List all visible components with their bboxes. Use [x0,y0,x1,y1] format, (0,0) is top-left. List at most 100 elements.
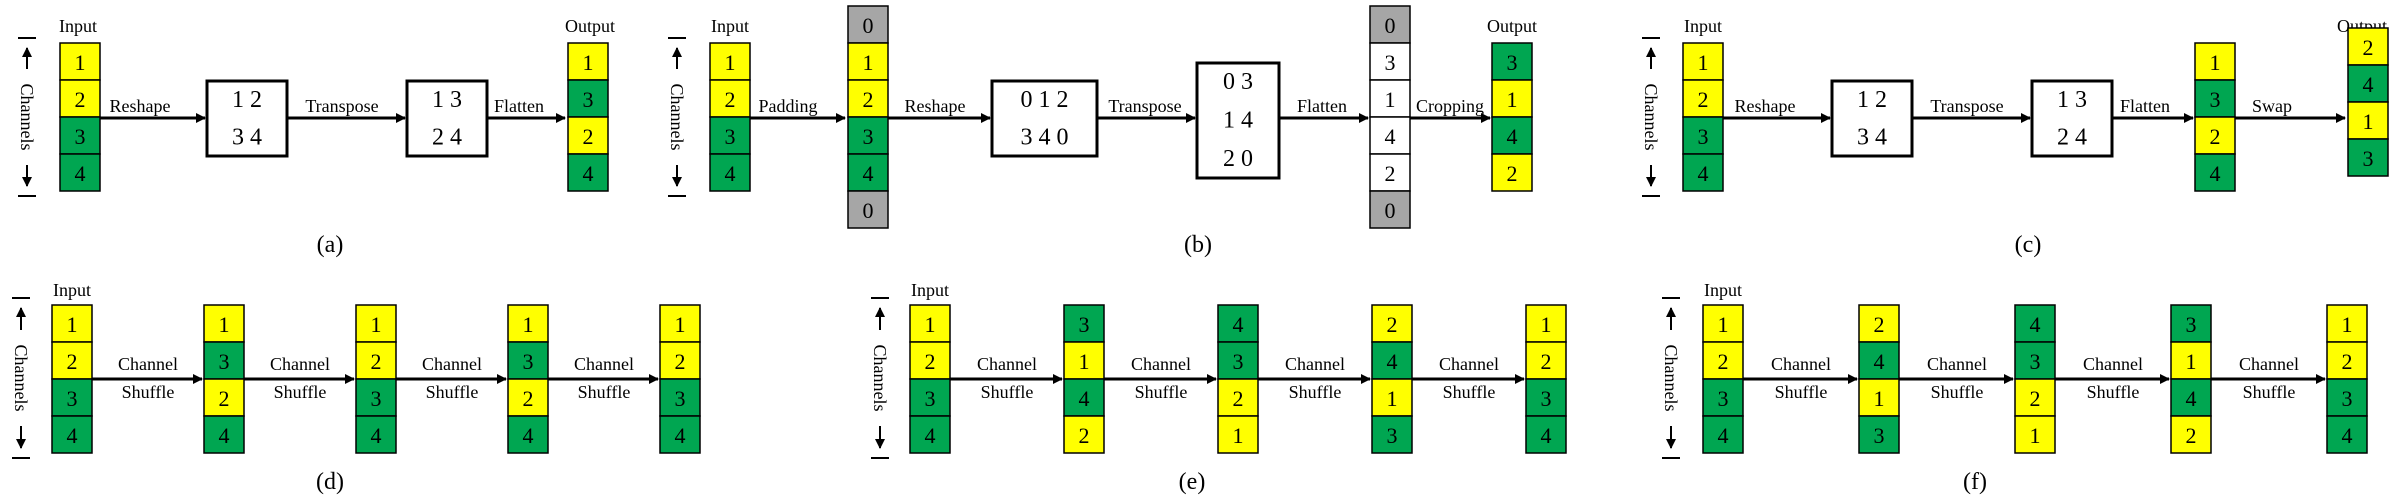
channel-shuffle-label-top: Channel [2239,354,2299,374]
channel-cell [2326,378,2368,417]
channel-value: 1 [675,312,686,337]
input-label: Input [911,280,949,300]
flatten-label: Flatten [2120,96,2170,116]
panel-c-flattened-column: 1 3 2 4 [2194,42,2236,192]
channel-cell [355,415,397,454]
channel-value: 3 [2342,386,2353,411]
channel-cell [2014,341,2056,380]
channel-value: 1 [1541,312,1552,337]
channel-value: 3 [1385,50,1396,75]
channel-cell [355,304,397,343]
channel-value: 1 [1079,349,1090,374]
channel-shuffle-label-top: Channel [2083,354,2143,374]
channel-shuffle-label-top: Channel [1439,354,1499,374]
transpose-label: Transpose [1108,96,1181,116]
channel-value: 2 [675,349,686,374]
channel-cell [59,42,101,81]
channel-value: 4 [67,423,78,448]
panel-a-reshaped-matrix [205,79,289,158]
channel-value: 1 [1387,386,1398,411]
channel-value: 4 [1698,161,1709,186]
channel-value: 4 [863,161,874,186]
channel-cell [847,79,889,118]
channel-cell [1371,304,1413,343]
channel-cell [2194,42,2236,81]
channel-cell [2347,64,2389,103]
channel-value: 1 [1233,423,1244,448]
channel-shuffle-label-top: Channel [1131,354,1191,374]
channel-shuffle-label-bottom: Shuffle [981,382,1034,402]
channels-label: Channels [1641,84,1661,151]
input-label: Input [711,16,749,36]
padding-label: Padding [758,96,817,116]
channel-cell [1525,378,1567,417]
channel-cell [2014,415,2056,454]
channel-value: 4 [523,423,534,448]
channel-value: 4 [75,161,86,186]
panel-c-reshaped-matrix-row: 1 2 [1857,87,1887,113]
channels-label-bg [17,69,37,165]
channel-value: 4 [2186,386,2197,411]
channel-value: 4 [1541,423,1552,448]
channel-cell [507,341,549,380]
channel-cell [1063,341,1105,380]
panel-c-caption: (c) [2015,232,2042,258]
channel-value: 1 [219,312,230,337]
channel-value: 4 [1507,124,1518,149]
channel-value: 3 [67,386,78,411]
channels-label-bg [667,69,687,165]
panel-b-transposed-matrix-row: 1 4 [1223,108,1253,134]
channels-label: Channels [667,84,687,151]
channel-value: 4 [675,423,686,448]
channel-value: 0 [1385,13,1396,38]
channel-value: 4 [2210,161,2221,186]
channel-cell [1369,153,1411,192]
channel-value: 1 [1698,50,1709,75]
channel-value: 2 [1385,161,1396,186]
channel-value: 3 [1079,312,1090,337]
channel-cell [2347,138,2389,177]
channel-value: 4 [1718,423,1729,448]
channel-value: 3 [219,349,230,374]
panel-b-caption: (b) [1184,232,1212,258]
channel-value: 1 [523,312,534,337]
channel-value: 3 [2210,87,2221,112]
transpose-label: Transpose [305,96,378,116]
panel-a-transposed-matrix [405,79,489,158]
channel-value: 3 [75,124,86,149]
channel-value: 4 [925,423,936,448]
channel-value: 2 [2210,124,2221,149]
channel-value: 2 [1718,349,1729,374]
channel-cell [1217,378,1259,417]
output-label: Output [565,16,615,36]
channel-cell [909,378,951,417]
channel-value: 2 [583,124,594,149]
channel-value: 1 [2186,349,2197,374]
panel-b-reshaped-matrix-row: 3 4 0 [1021,124,1069,150]
channel-shuffle-label-bottom: Shuffle [1289,382,1342,402]
channel-shuffle-label-bottom: Shuffle [578,382,631,402]
channel-value: 1 [2210,50,2221,75]
channel-cell [909,304,951,343]
channel-value: 3 [2363,146,2374,171]
channel-value: 1 [725,50,736,75]
channel-value: 2 [1507,161,1518,186]
channel-value: 0 [863,13,874,38]
channel-value: 4 [1079,386,1090,411]
channel-cell [1369,190,1411,229]
channel-shuffle-label-top: Channel [1927,354,1987,374]
channel-shuffle-label-top: Channel [977,354,1037,374]
channel-cell [1491,42,1533,81]
channel-value: 1 [371,312,382,337]
channel-value: 4 [1385,124,1396,149]
channel-shuffle-label-top: Channel [574,354,634,374]
